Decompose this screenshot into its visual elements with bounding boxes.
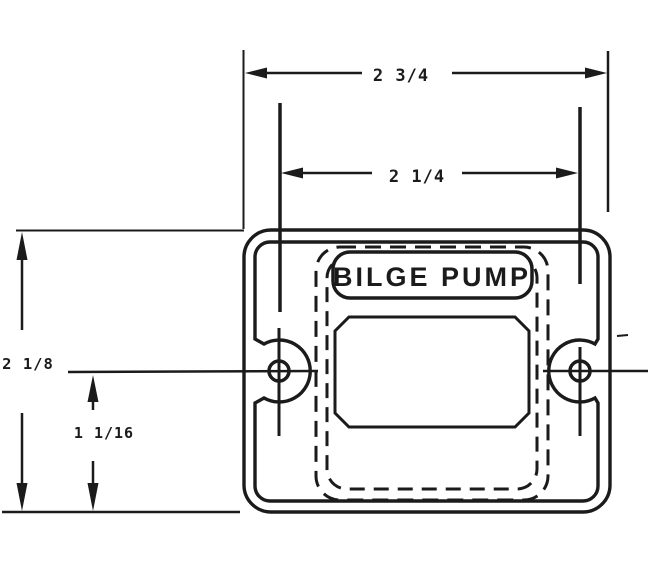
panel-body: BILGE PUMP [242, 228, 612, 514]
arrowhead-up [87, 375, 99, 402]
label-plate-text: BILGE PUMP [333, 262, 531, 292]
dim-value-overall-height: 2 1/8 [2, 355, 54, 373]
mounting-hole-left [67, 328, 319, 436]
arrowhead-down [87, 483, 99, 511]
arrowhead-right [585, 67, 607, 79]
dim-value-overall-width: 2 3/4 [373, 66, 429, 86]
hole-left-circle [267, 359, 291, 383]
dimension-overall-width: 2 3/4 [242, 50, 610, 229]
stray-tick-mark [616, 334, 629, 337]
mounting-hole-right [543, 334, 648, 436]
dimension-hole-offset: 1 1/16 [74, 375, 134, 511]
hole-left-centerline-horizontal [67, 369, 319, 374]
arrowhead-left [245, 67, 267, 79]
arrowhead-left [281, 167, 303, 179]
hole-right-circle [568, 359, 592, 383]
panel-inner-outline [253, 240, 600, 503]
arrowhead-up [16, 232, 28, 260]
arrowhead-down [16, 483, 28, 511]
label-plate: BILGE PUMP [331, 250, 534, 300]
dimension-hole-spacing: 2 1/4 [278, 103, 582, 312]
dim-value-hole-offset: 1 1/16 [74, 424, 134, 442]
switch-window [333, 315, 531, 429]
dim-value-hole-spacing: 2 1/4 [389, 167, 445, 187]
dimension-overall-height: 2 1/8 [2, 229, 244, 514]
label-plate-outline [331, 250, 534, 300]
arrowhead-right [556, 167, 578, 179]
